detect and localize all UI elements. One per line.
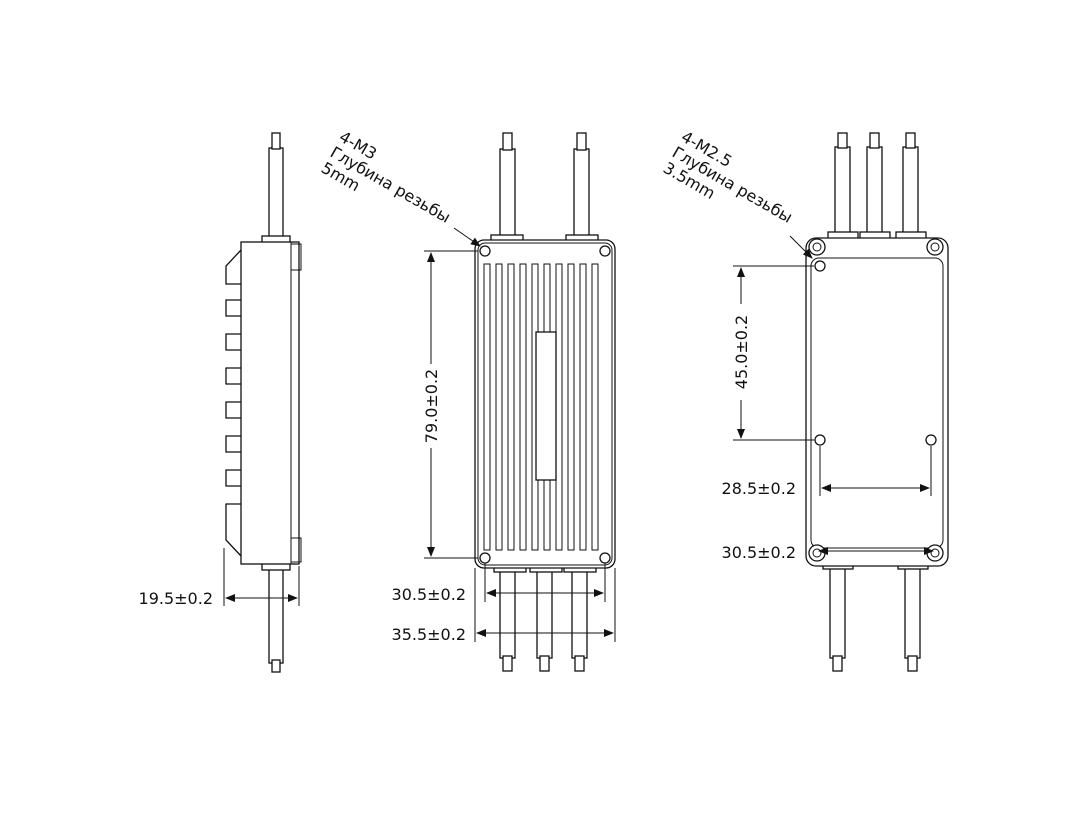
front-wire-bottom-3 <box>571 567 588 659</box>
front-wire-bottom-2-tip <box>539 655 550 672</box>
fin-slot <box>579 263 587 551</box>
fin-slot <box>519 263 527 551</box>
back-hole-mid-left <box>814 434 826 446</box>
front-wire-bottom-1 <box>499 567 516 659</box>
front-hole-tr <box>599 245 611 257</box>
back-outer-spacing-label: 30.5±0.2 <box>722 543 796 562</box>
front-wire-top-left-tip <box>502 132 513 151</box>
front-wire-top-left <box>499 148 516 240</box>
back-wire-top-2-tip <box>869 132 880 149</box>
fin-slot <box>567 263 575 551</box>
front-view: 4-M3 Глубина резьбы 5mm 79.0±0.2 30.5±0.… <box>318 127 616 672</box>
front-hole-br <box>599 552 611 564</box>
front-wire-top-right <box>573 148 590 240</box>
back-wire-bottom-1 <box>829 565 846 659</box>
back-wire-top-2 <box>866 146 883 238</box>
front-hole-tl <box>479 245 491 257</box>
fin-slot <box>483 263 491 551</box>
fin-slot <box>507 263 515 551</box>
front-thread-note: 4-M3 Глубина резьбы 5mm <box>318 127 454 227</box>
back-wire-top-1-tip <box>837 132 848 149</box>
front-hole-bl <box>479 552 491 564</box>
front-center-pad <box>535 331 557 481</box>
back-view: 4-M2.5 Глубина резьбы 3.5mm 45.0±0.2 28.… <box>660 127 949 672</box>
back-wire-top-3 <box>902 146 919 238</box>
front-thread-leader <box>453 227 481 247</box>
back-wire-bottom-1-tip <box>832 655 843 672</box>
front-height-label: 79.0±0.2 <box>422 369 441 443</box>
front-hole-spacing-label: 30.5±0.2 <box>392 585 466 604</box>
front-wire-bottom-2 <box>536 567 553 659</box>
side-wire-top <box>268 147 284 239</box>
side-body <box>240 241 300 565</box>
front-wire-top-right-tip <box>576 132 587 151</box>
back-wire-top-1 <box>834 146 851 238</box>
back-wire-top-3-tip <box>905 132 916 149</box>
back-wire-bottom-2-tip <box>907 655 918 672</box>
side-cap-bottom <box>290 537 302 563</box>
front-wire-bottom-3-tip <box>574 655 585 672</box>
side-wire-bottom-tip <box>271 659 281 673</box>
side-wire-top-tip <box>271 132 281 150</box>
side-thickness-label: 19.5±0.2 <box>139 589 213 608</box>
front-width-label: 35.5±0.2 <box>392 625 466 644</box>
fin-slot <box>591 263 599 551</box>
side-view: 19.5±0.2 <box>139 132 302 673</box>
back-hole-top-left <box>814 260 826 272</box>
back-thread-note: 4-M2.5 Глубина резьбы 3.5mm <box>660 127 796 227</box>
back-inner-spacing-label: 28.5±0.2 <box>722 479 796 498</box>
side-wire-bottom <box>268 567 284 664</box>
back-thread-leader <box>789 235 813 259</box>
side-cap-top <box>290 243 302 271</box>
back-wire-bottom-2 <box>904 565 921 659</box>
side-fins <box>225 249 242 557</box>
back-body <box>805 237 949 567</box>
back-hole-mid-right <box>925 434 937 446</box>
front-wire-bottom-1-tip <box>502 655 513 672</box>
fin-slot <box>495 263 503 551</box>
back-vertical-spacing-label: 45.0±0.2 <box>732 315 751 389</box>
